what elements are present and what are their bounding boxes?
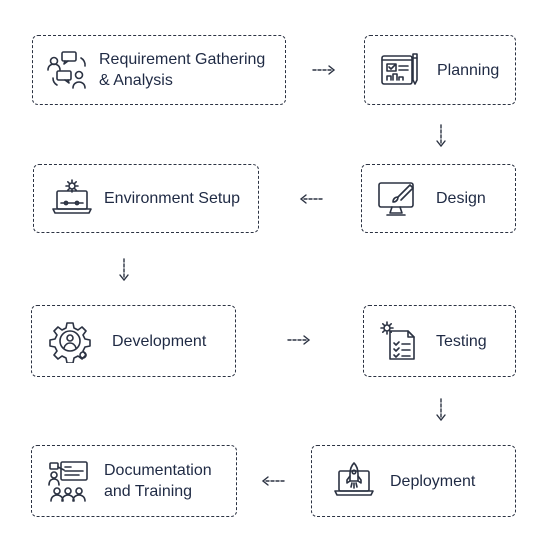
arrow-right-icon — [287, 333, 311, 347]
arrow-down-icon — [117, 258, 131, 282]
step-planning: Planning — [364, 35, 516, 105]
blueprint-icon — [379, 48, 423, 92]
step-requirement-gathering: Requirement Gathering & Analysis — [32, 35, 286, 105]
presentation-icon — [46, 459, 90, 503]
step-design: Design — [361, 164, 516, 233]
arrow-left-icon — [299, 192, 323, 206]
step-label: Environment Setup — [104, 190, 241, 207]
arrow-down-icon — [434, 124, 448, 148]
step-testing: Testing — [363, 305, 516, 377]
step-development: Development — [31, 305, 236, 377]
laptop-gear-icon — [50, 177, 94, 221]
step-label: Deployment — [390, 472, 476, 490]
step-deployment: Deployment — [311, 445, 516, 517]
step-label: Testing — [436, 332, 487, 350]
step-documentation-training: Documentation and Training — [31, 445, 237, 517]
step-label: Development — [112, 332, 207, 350]
arrow-right-icon — [312, 63, 336, 77]
checklist-gear-icon — [378, 319, 422, 363]
laptop-rocket-icon — [332, 459, 376, 503]
team-chat-icon — [45, 48, 89, 92]
gear-person-icon — [48, 319, 92, 363]
step-label: Design — [436, 190, 486, 207]
step-label: Planning — [437, 61, 500, 79]
step-environment-setup: Environment Setup — [33, 164, 259, 233]
monitor-brush-icon — [376, 177, 420, 221]
arrow-left-icon — [261, 474, 285, 488]
arrow-down-icon — [434, 398, 448, 422]
step-label: Requirement Gathering & Analysis — [99, 51, 266, 89]
step-label: Documentation and Training — [104, 462, 212, 500]
